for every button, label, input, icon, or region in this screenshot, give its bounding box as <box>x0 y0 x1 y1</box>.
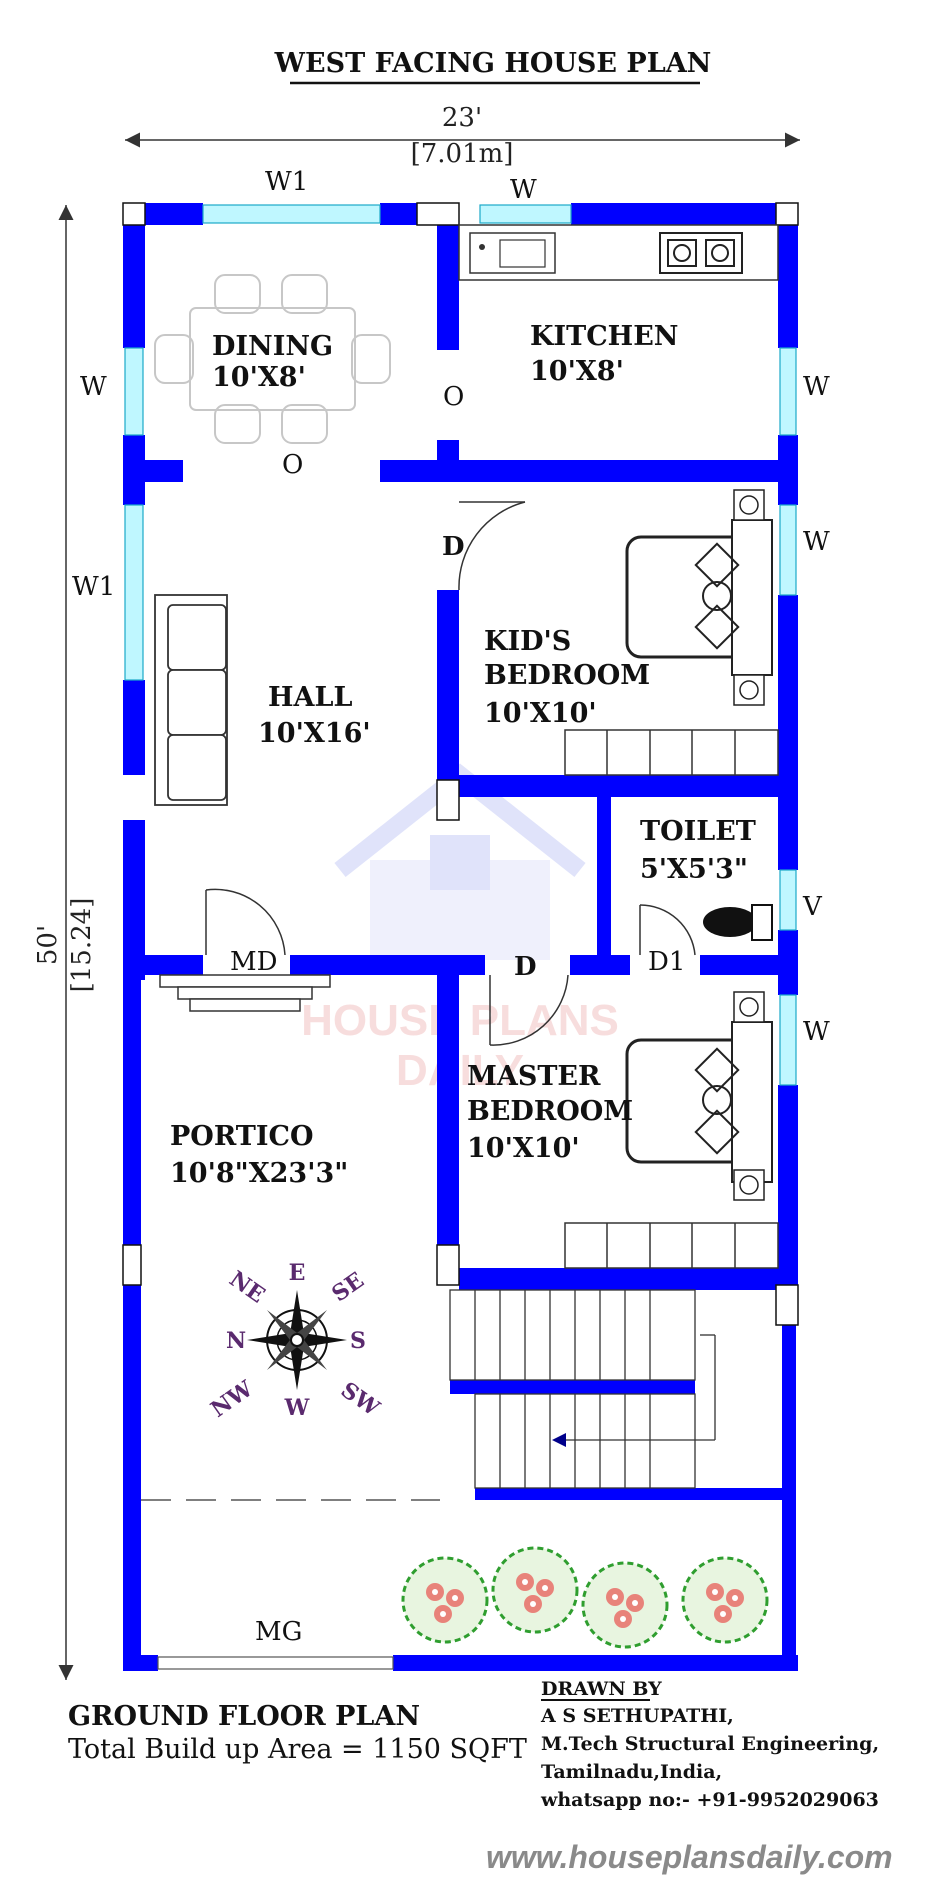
kitchen-counter <box>458 224 779 281</box>
label-w-right-kitchen: W <box>803 372 830 402</box>
toilet-size: 5'X5'3" <box>640 854 748 885</box>
kids-size: 10'X10' <box>484 698 597 729</box>
kitchen-size: 10'X8' <box>530 356 624 387</box>
compass-ne: NE <box>224 1266 269 1308</box>
compass-se: SE <box>327 1267 369 1307</box>
height-metric: [15.24] <box>67 898 97 993</box>
label-o-dining: O <box>282 450 303 480</box>
author-contact: whatsapp no:- +91-9952029063 <box>540 1789 879 1811</box>
pillars <box>122 202 799 1326</box>
portico-size: 10'8"X23'3" <box>170 1158 348 1189</box>
toilet-name: TOILET <box>640 816 756 847</box>
dining-name: DINING <box>212 331 333 362</box>
compass-n: N <box>226 1328 246 1354</box>
compass-rose-icon <box>247 1290 347 1390</box>
label-d1: D1 <box>648 947 685 977</box>
author-location: Tamilnadu,India, <box>541 1761 722 1783</box>
entry-steps <box>159 974 331 1012</box>
master-name1: MASTER <box>467 1061 601 1092</box>
height-label: 50' <box>33 925 63 965</box>
label-w-right-kids: W <box>803 527 830 557</box>
label-w-top: W <box>510 175 537 205</box>
master-name2: BEDROOM <box>467 1096 633 1127</box>
dining-table-set <box>154 274 391 444</box>
label-mg: MG <box>255 1617 302 1647</box>
walls <box>123 203 798 1671</box>
master-size: 10'X10' <box>467 1133 580 1164</box>
stair-arrow <box>552 1433 566 1447</box>
doors <box>205 501 696 1046</box>
website: www.houseplansdaily.com <box>486 1839 893 1875</box>
kids-name1: KID'S <box>484 626 571 657</box>
kids-bed <box>625 489 773 706</box>
compass-sw: SW <box>336 1377 384 1422</box>
label-o-kitchen: O <box>443 382 464 412</box>
build-up-area: Total Build up Area = 1150 SQFT <box>68 1734 527 1765</box>
compass-nw: NW <box>206 1376 258 1423</box>
garden-plants <box>401 1546 769 1649</box>
hall-size: 10'X16' <box>258 718 371 749</box>
windows <box>124 204 797 1670</box>
kitchen-name: KITCHEN <box>530 321 678 352</box>
portico-name: PORTICO <box>170 1121 314 1152</box>
width-label: 23' <box>442 103 482 133</box>
drawn-by: DRAWN BY <box>541 1678 662 1700</box>
label-w1-left: W1 <box>72 572 115 602</box>
author-name: A S SETHUPATHI, <box>540 1705 734 1727</box>
width-metric: [7.01m] <box>411 139 514 169</box>
dining-size: 10'X8' <box>212 362 306 393</box>
compass-w: W <box>284 1395 310 1421</box>
label-d-kids: D <box>442 532 465 562</box>
watermark-line1: HOUSE PLANS <box>301 996 619 1045</box>
master-bed <box>625 991 773 1201</box>
label-w-right-master: W <box>803 1017 830 1047</box>
label-v: V <box>802 892 823 922</box>
kids-name2: BEDROOM <box>484 660 650 691</box>
plan-title: WEST FACING HOUSE PLAN <box>274 48 712 79</box>
staircase <box>449 1289 716 1489</box>
sofa <box>154 594 228 806</box>
author-degree: M.Tech Structural Engineering, <box>541 1733 879 1755</box>
label-d-master: D <box>514 952 537 982</box>
compass-e: E <box>289 1260 306 1286</box>
compass-s: S <box>350 1328 366 1354</box>
label-md: MD <box>230 947 277 977</box>
watermark: HOUSE PLANS DAILY <box>301 763 619 1095</box>
watermark-line2: DAILY <box>396 1046 524 1095</box>
wardrobes <box>564 729 779 1269</box>
label-w-left: W <box>80 372 107 402</box>
label-w1-top: W1 <box>265 167 308 197</box>
hall-name: HALL <box>268 682 352 713</box>
toilet-fixture <box>703 904 773 941</box>
ground-floor-plan-title: GROUND FLOOR PLAN <box>68 1701 420 1732</box>
